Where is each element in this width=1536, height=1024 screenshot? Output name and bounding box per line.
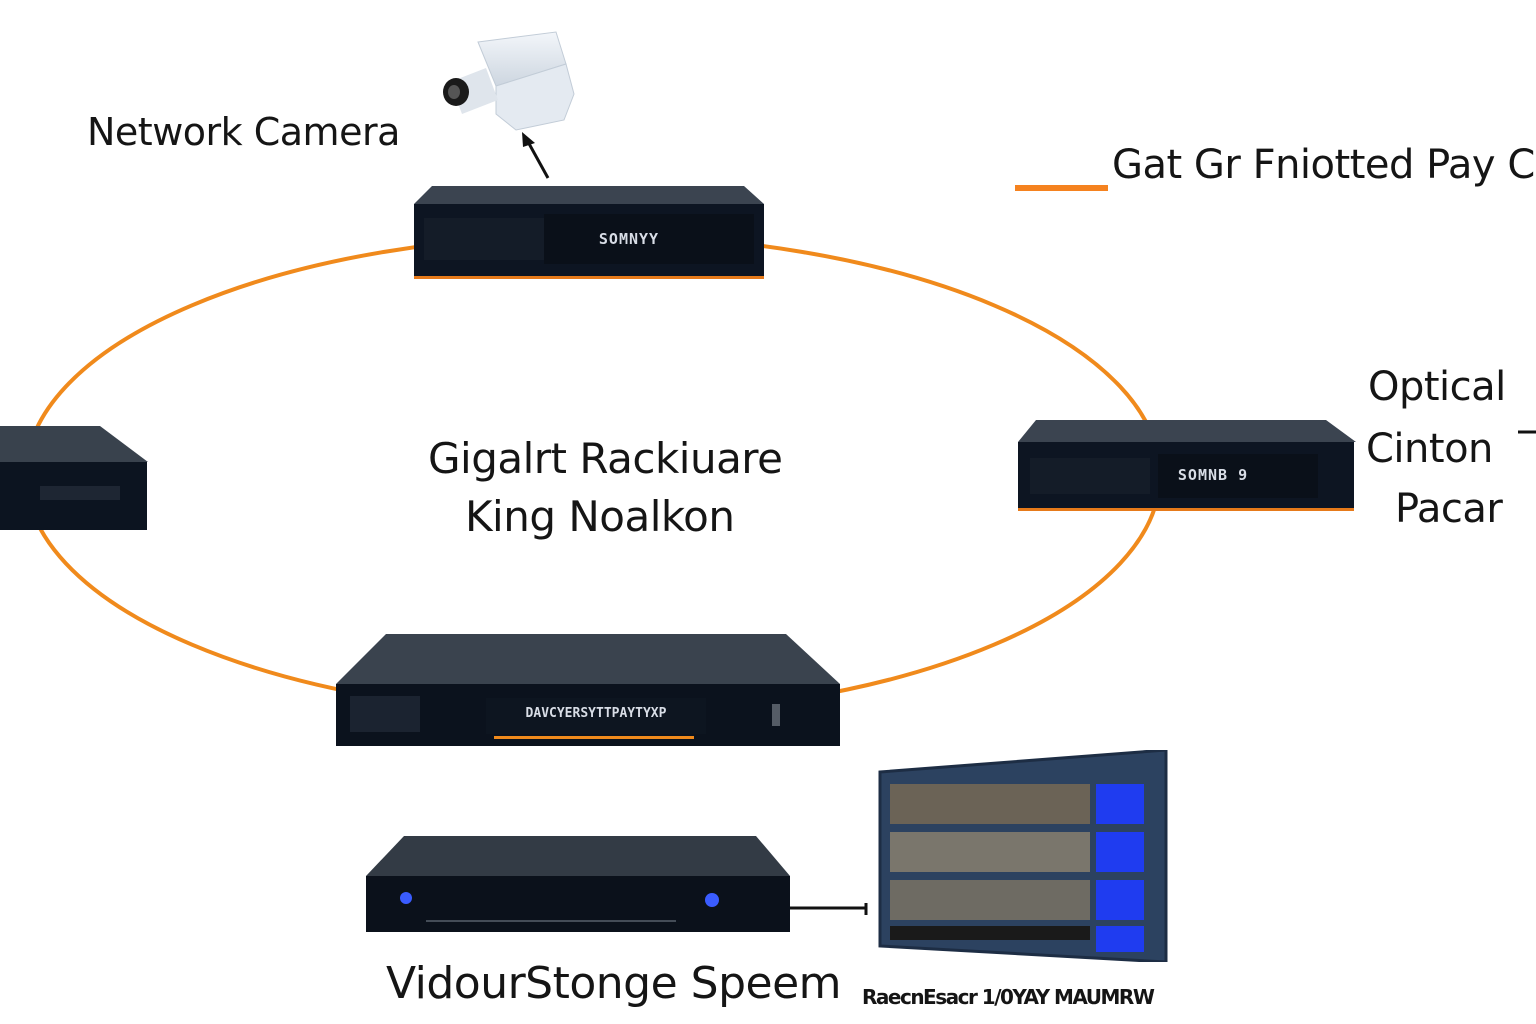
switch-icon	[336, 634, 840, 746]
camera-arrowhead	[522, 132, 535, 147]
network-camera[interactable]	[436, 24, 586, 134]
camera-arrow	[525, 139, 550, 179]
left-network-switch[interactable]	[0, 424, 150, 534]
storage-label: VidourStonge Speem	[386, 958, 842, 1009]
monitoring-display[interactable]	[878, 748, 1168, 964]
right-switch-label-line1: Optical	[1368, 364, 1506, 410]
camera-label: Network Camera	[87, 110, 400, 154]
right-network-switch[interactable]: SOMNB 9	[1018, 416, 1358, 512]
right-switch-front-text: SOMNB 9	[1177, 466, 1249, 484]
switch-icon	[1018, 420, 1356, 511]
legend-label: Gat Gr Fniotted Pay Cro	[1112, 142, 1536, 188]
bottom-switch-front-text: DAVCYERSYTTPAYTYXP	[525, 706, 667, 721]
camera-icon	[443, 31, 575, 131]
switch-icon	[414, 186, 764, 279]
status-led-icon	[705, 893, 719, 907]
ring-title-line1: Gigalrt Rackiuare	[428, 434, 783, 483]
ring-title-line2: King Noalkon	[465, 492, 735, 541]
monitor-label: RaecnEsacr 1/0YAY MAUMRW	[862, 985, 1155, 1009]
right-switch-label-line2: Cinton	[1366, 426, 1493, 472]
storage-icon	[366, 836, 790, 932]
top-switch-front-text: SOMNYY	[598, 230, 660, 248]
top-network-switch[interactable]: SOMNYY	[414, 182, 766, 280]
monitor-icon	[878, 748, 1168, 964]
status-led-icon	[400, 892, 412, 904]
video-storage-device[interactable]	[366, 834, 792, 934]
switch-icon	[0, 426, 148, 530]
bottom-network-switch[interactable]: DAVCYERSYTTPAYTYXP	[336, 632, 842, 748]
right-switch-label-line3: Pacar	[1395, 486, 1503, 532]
